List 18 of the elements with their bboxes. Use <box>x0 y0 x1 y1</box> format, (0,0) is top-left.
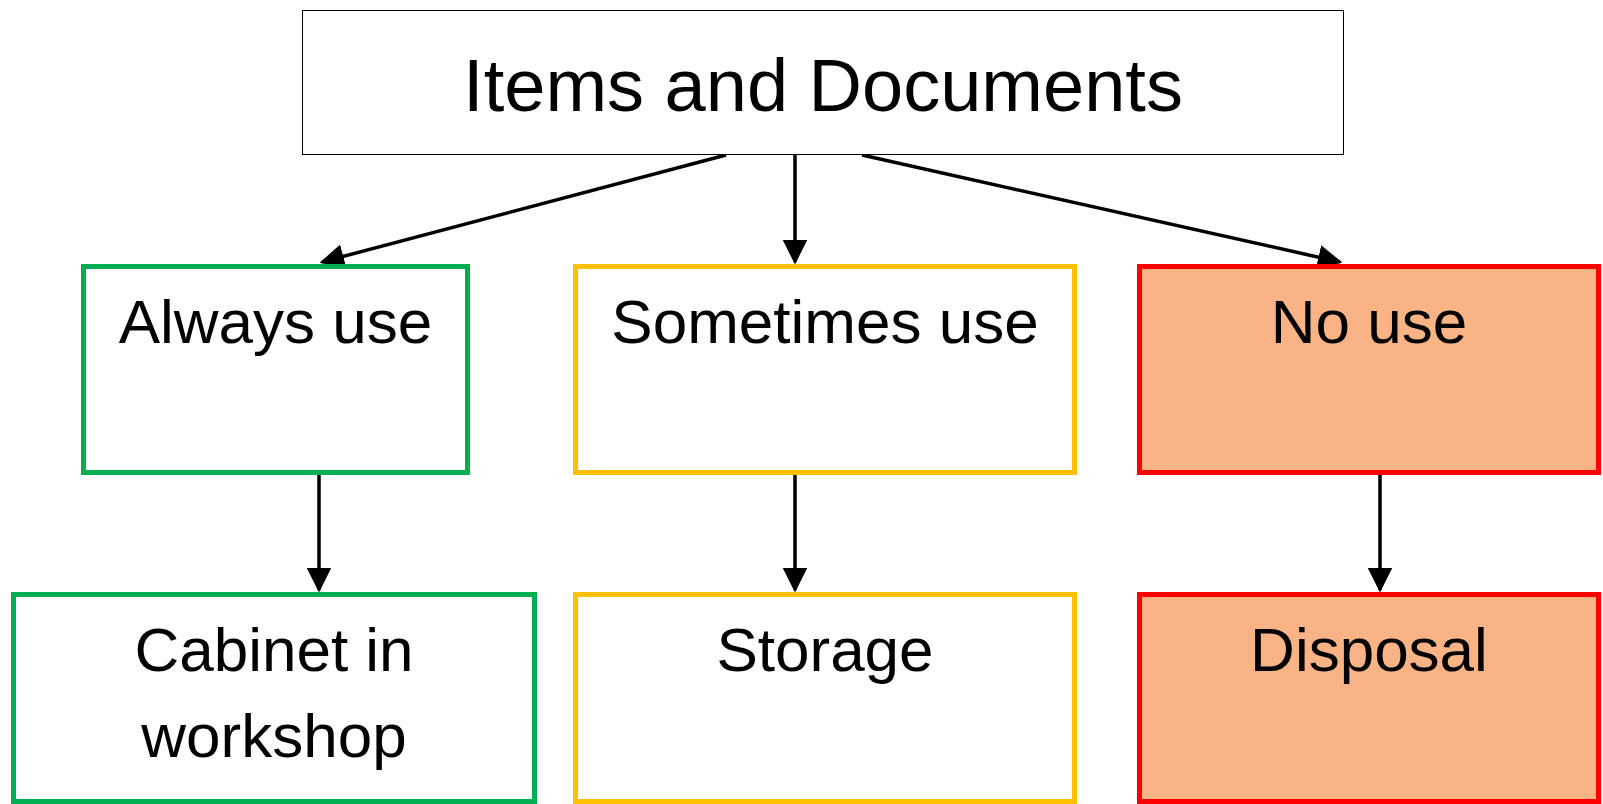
box-label: Always use <box>117 286 434 358</box>
box-label: Disposal <box>1249 614 1489 686</box>
box-label: Items and Documents <box>462 43 1184 129</box>
box-label: Storage <box>715 614 935 686</box>
process-box <box>1137 592 1601 804</box>
process-box <box>1137 264 1601 475</box>
process-box <box>81 264 470 475</box>
process-box <box>302 10 1344 155</box>
process-box <box>573 264 1077 475</box>
arrow <box>782 475 808 593</box>
arrow <box>1367 475 1393 593</box>
process-box <box>573 592 1077 804</box>
arrow <box>306 475 332 593</box>
box-label: No use <box>1269 286 1469 358</box>
process-box <box>11 592 537 804</box>
box-label: Sometimes use <box>610 286 1040 358</box>
box-label: Cabinet in workshop <box>133 614 415 772</box>
arrow <box>782 155 808 265</box>
